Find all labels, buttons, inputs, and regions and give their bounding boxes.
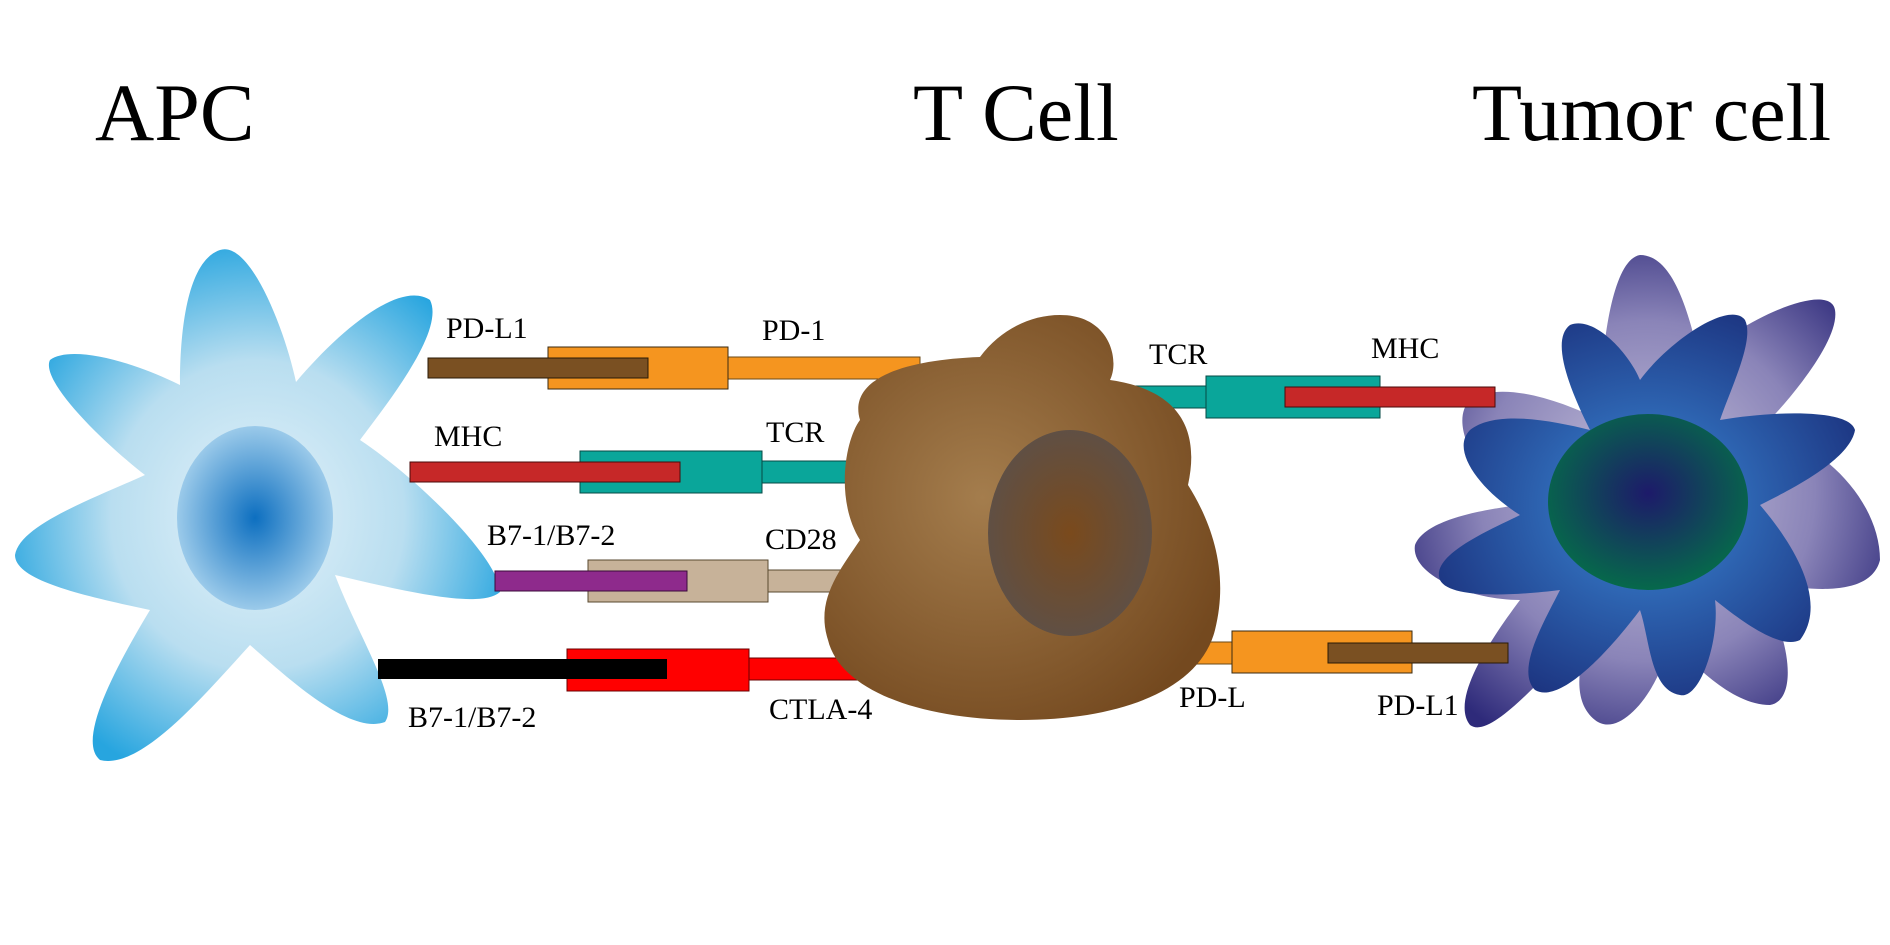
b7-ctla4-pair	[378, 648, 889, 692]
mhc-tcr-pair	[409, 450, 881, 494]
b7-bottom-bar	[378, 659, 667, 679]
tumor-mhc-bar	[1284, 386, 1496, 408]
label-apc-pdl1: PD-L1	[446, 312, 528, 345]
label-apc-mhc: MHC	[434, 420, 502, 453]
label-apc-tcr: TCR	[766, 416, 824, 449]
mhc-bar	[409, 461, 681, 483]
label-apc-pd1: PD-1	[762, 314, 825, 347]
pdl1-bar	[427, 357, 649, 379]
pdl1-pd1-pair	[427, 346, 921, 390]
tumor-cell-title: Tumor cell	[1472, 67, 1831, 158]
tumor-pdl1-bar	[1327, 642, 1509, 664]
apc-cell	[15, 249, 500, 761]
label-tumor-pdl1: PD-L1	[1377, 689, 1459, 722]
tumor-pdl-box	[1231, 630, 1413, 674]
apc-title: APC	[95, 67, 255, 158]
label-tumor-pdl: PD-L	[1179, 681, 1246, 714]
tumor-tcr-mhc-pair	[1129, 375, 1496, 419]
t-cell-nucleus	[988, 430, 1152, 636]
b7-cd28-pair	[494, 559, 889, 603]
label-tumor-mhc: MHC	[1371, 332, 1439, 365]
apc-nucleus	[177, 426, 333, 610]
tumor-nucleus	[1548, 414, 1748, 590]
label-apc-b7-bottom: B7-1/B7-2	[408, 701, 536, 734]
label-apc-cd28: CD28	[765, 523, 837, 556]
label-tumor-tcr: TCR	[1149, 338, 1207, 371]
b7-top-bar	[494, 570, 688, 592]
tumor-cell	[1414, 255, 1880, 728]
label-apc-ctla4: CTLA-4	[769, 693, 872, 726]
label-apc-b7-top: B7-1/B7-2	[487, 519, 615, 552]
t-cell	[824, 315, 1221, 720]
t-cell-title: T Cell	[913, 67, 1119, 158]
